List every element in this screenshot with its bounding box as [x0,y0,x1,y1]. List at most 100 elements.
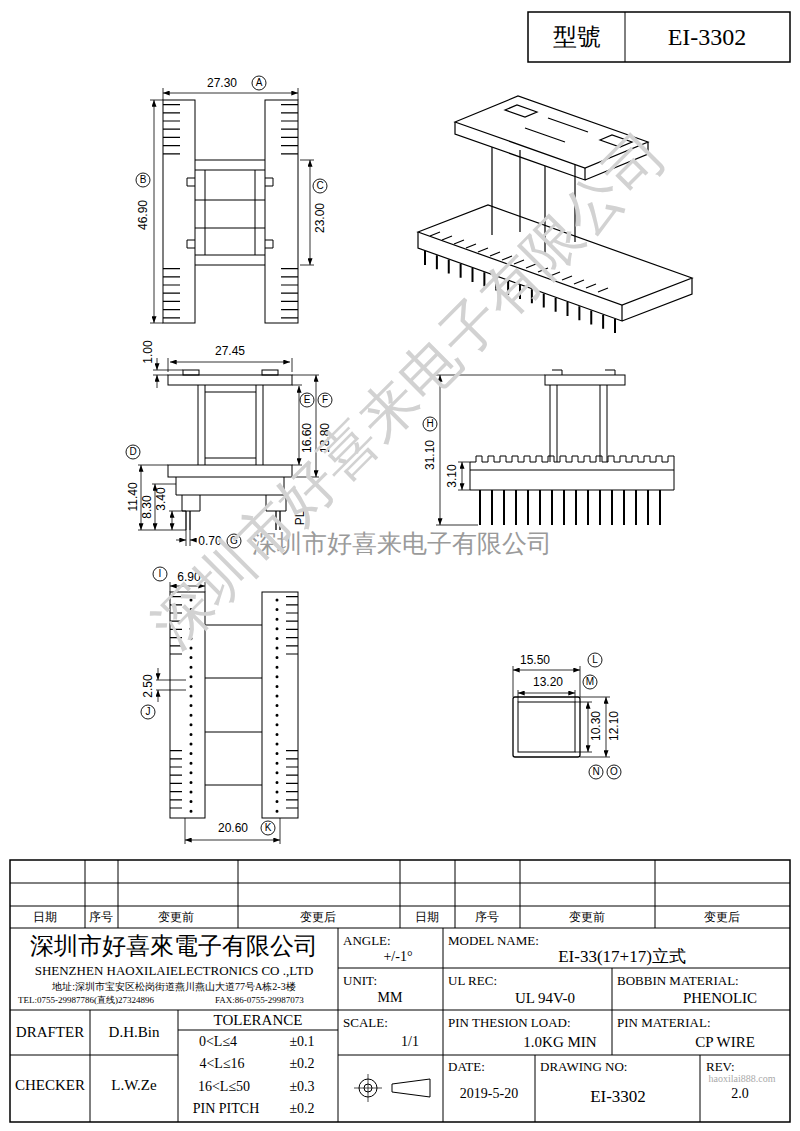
dimension-line [588,702,589,752]
flange-bump [183,370,199,375]
extension-line [518,690,575,702]
table-cell: UL 94V-0 [515,991,575,1006]
dimension-line [190,540,196,541]
comb-teeth [281,104,298,156]
dimension-value: 10.30 [590,711,602,741]
table-cell: MODEL NAME: [448,934,539,947]
dimension-value: 46.90 [137,200,149,230]
tube [198,385,263,465]
dimension-value: 27.30 [207,77,237,89]
table-cell: CP WIRE [695,1035,755,1050]
base [470,456,674,490]
table-cell: DRAWING NO: [540,1060,627,1073]
end-view [436,370,674,525]
extension-line [153,370,183,375]
reference-circle [318,393,332,407]
tube-section [513,666,610,757]
dimension-value: 3.10 [446,464,458,487]
extension-line [436,375,545,525]
table-cell: PIN THESION LOAD: [448,1016,571,1029]
reference-letter: H [426,419,433,429]
posts [550,385,607,462]
extension-line [186,530,190,546]
table-cell: ±0.2 [289,1057,314,1071]
dimension-line [176,540,186,541]
reference-letter: I [159,569,162,579]
dimension-value: 20.60 [218,822,248,834]
model-divider [625,12,626,62]
table-cell: 变更后 [704,911,740,923]
table-cell: 2019-5-20 [460,1087,518,1101]
table-cell: UNIT: [343,974,377,987]
comb-teeth [163,268,180,320]
comb-teeth [281,268,298,320]
cell-lines [10,928,790,1122]
table-cell: 0<L≤4 [199,1035,237,1049]
tube-outer [513,697,580,757]
title-block [10,860,790,1122]
reference-letter: D [129,447,136,457]
fax: FAX:86-0755-29987073 [215,996,304,1005]
reference-circle [423,417,437,431]
dimension-line [606,697,607,757]
table-cell: DATE: [448,1060,485,1073]
dimension-value: 23.00 [314,203,326,233]
table-cell: REV: [706,1060,735,1073]
extension-line [138,465,186,530]
dimension-value: 1.00 [142,340,154,363]
table-cell: BOBBIN MATERIAL: [617,974,739,987]
extension-line [300,160,314,265]
tube-outline [195,160,265,265]
top-view [150,88,314,323]
dimension-line [157,375,158,388]
reference-letter: E [304,395,311,405]
base-flange [168,465,292,477]
reference-letter: M [586,677,594,687]
tube-lines [205,625,262,785]
table-cell: 序号 [475,911,499,923]
notch [187,178,273,248]
comb-teeth [170,750,182,814]
reference-letter: B [140,175,147,185]
reference-circle [136,173,150,187]
table-cell: 16<L≤50 [198,1080,250,1094]
dimension-value: 31.10 [424,440,436,470]
table-cell: 4<L≤16 [199,1057,244,1071]
reference-letter: A [256,78,263,88]
top-cap [545,375,625,385]
pin-holes [276,600,279,812]
dimension-line [163,93,298,94]
watermark: haoxilai888.com [709,1074,776,1084]
company-name: 深圳市好喜來電子有限公司 [30,934,318,958]
dimension-line [518,693,575,694]
table-cell: MM [378,991,403,1005]
table-cell: 变更前 [158,911,194,923]
cap-bump [552,370,615,375]
reference-letter: J [146,707,151,717]
extension-line [575,697,610,757]
table-cell: PIN MATERIAL: [617,1016,711,1029]
dimension-line [157,358,158,370]
reference-circle [300,393,314,407]
extension-line [163,88,298,100]
flange-bump [262,370,278,375]
reference-circle [252,76,266,90]
reference-circle [607,765,621,779]
reference-circle [588,653,602,667]
table-cell: D.H.Bin [109,1025,160,1040]
comb-teeth [286,596,298,660]
dimension-line [170,362,290,363]
reference-letter: C [316,181,323,191]
table-cell: 变更前 [569,911,605,923]
comb-left [163,100,195,323]
extension-line [150,100,163,323]
reference-circle [589,765,603,779]
dimension-line [158,690,159,702]
symbol-cross [354,1074,382,1102]
reference-circle [261,821,275,835]
dimension-line [513,670,580,671]
dimension-value: 15.50 [520,654,550,666]
phone: TEL:0755-29987786(直线)27324896 [18,996,154,1005]
extension-line [156,680,186,690]
